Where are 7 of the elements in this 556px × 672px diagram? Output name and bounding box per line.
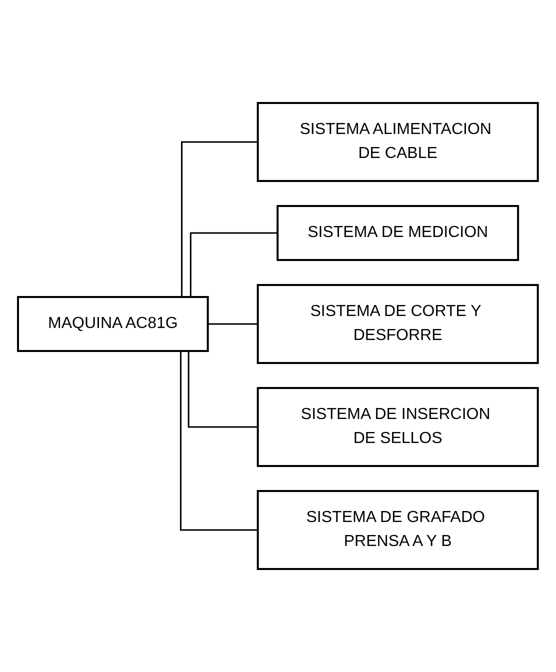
node-box: SISTEMA DE INSERCION DE SELLOS: [256, 387, 539, 467]
node-box: SISTEMA DE GRAFADO PRENSA A Y B: [256, 490, 539, 570]
node-box: SISTEMA ALIMENTACION DE CABLE: [256, 102, 539, 182]
node-box: MAQUINA AC81G: [17, 296, 209, 352]
node-box: SISTEMA DE CORTE Y DESFORRE: [256, 284, 539, 364]
node-box: SISTEMA DE MEDICION: [276, 205, 520, 261]
connector: [208, 323, 258, 325]
